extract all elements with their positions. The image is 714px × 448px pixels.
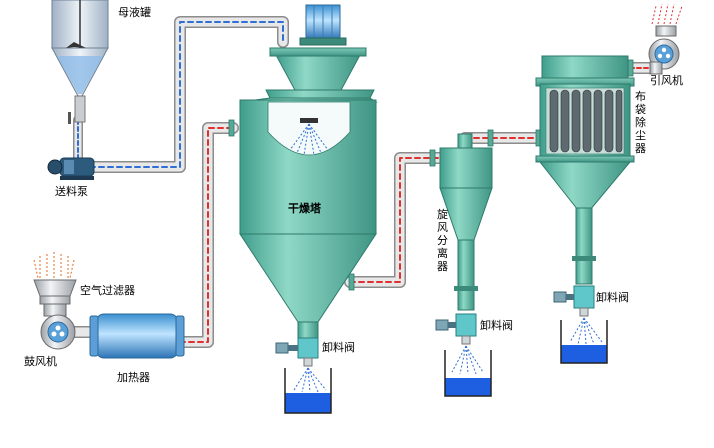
dryer-discharge-valve [275, 337, 319, 367]
mother-liquor-tank [51, 0, 109, 124]
product-beaker-2 [444, 345, 492, 397]
air-filter [33, 252, 77, 305]
product-beaker-3 [560, 317, 608, 364]
discharge-valve-label-2: 卸料阀 [480, 319, 513, 332]
heater-label: 加热器 [117, 371, 150, 384]
bag-filter-label: 布袋除尘器 [635, 90, 646, 155]
dryer-tower-label: 干燥塔 [288, 202, 321, 215]
induced-fan-label: 引风机 [650, 74, 683, 87]
atomizer-motor [299, 4, 347, 46]
product-beaker-1 [284, 367, 332, 414]
mother-tank-label: 母液罐 [118, 6, 151, 19]
pipelines [58, 16, 656, 348]
feed-pump-label: 送料泵 [55, 185, 88, 198]
bag-filter [535, 55, 635, 317]
blower [40, 303, 76, 350]
discharge-valve-label-3: 卸料阀 [596, 291, 629, 304]
induced-fan [648, 3, 683, 75]
discharge-valve-label-1: 卸料阀 [322, 341, 355, 354]
drying-tower [239, 47, 378, 341]
heater [89, 313, 185, 359]
cyclone-label: 旋风分离器 [437, 208, 448, 273]
air-filter-label: 空气过滤器 [80, 284, 135, 297]
blower-label: 鼓风机 [24, 355, 57, 368]
feed-pump [47, 157, 95, 180]
cyclone-separator [435, 133, 493, 345]
